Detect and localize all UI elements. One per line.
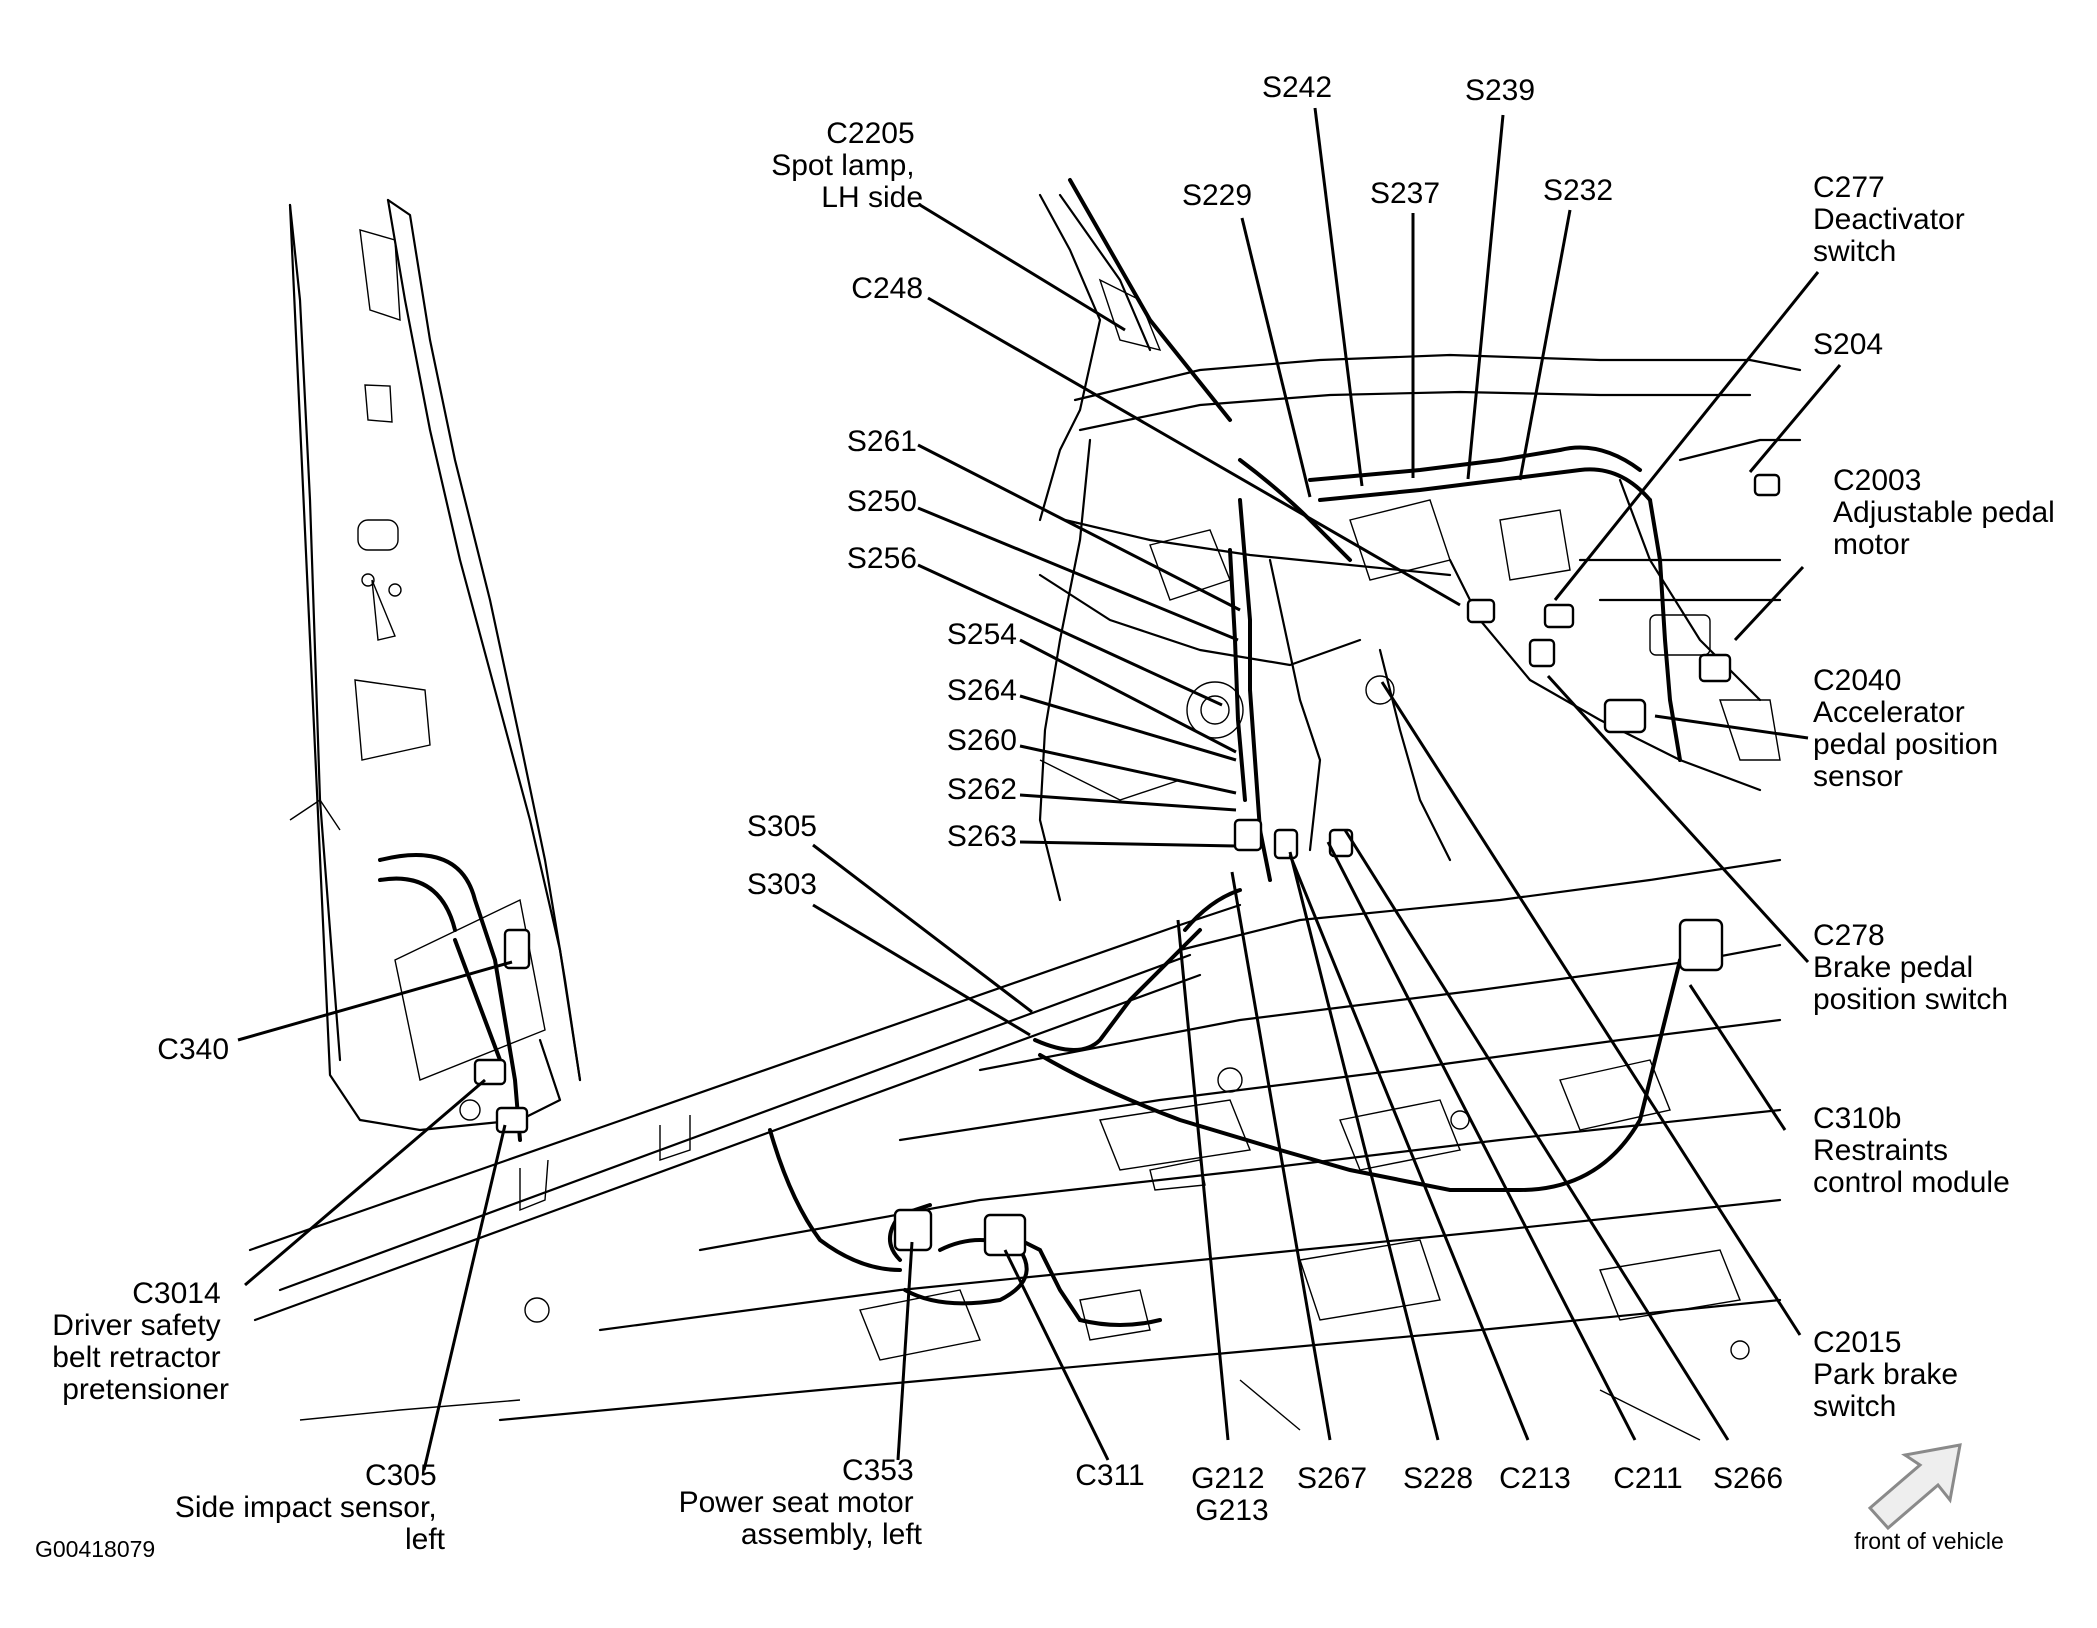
label-c2003: C2003 Adjustable pedal motor: [1833, 464, 2063, 561]
label-s256: S256: [847, 542, 917, 575]
label-c2015: C2015 Park brake switch: [1813, 1326, 1966, 1423]
label-s303: S303: [747, 868, 817, 901]
label-s228: S228: [1403, 1462, 1473, 1495]
label-s254: S254: [947, 618, 1017, 651]
rocker-sill: [248, 903, 1242, 1322]
label-c310b: C310b Restraints control module: [1813, 1102, 2010, 1199]
label-s229: S229: [1182, 179, 1252, 212]
label-c3014: C3014 Driver safety belt retractor prete…: [52, 1277, 229, 1406]
label-s232: S232: [1543, 174, 1613, 207]
connectors: [473, 473, 1781, 1257]
label-s237: S237: [1370, 177, 1440, 210]
label-s204: S204: [1813, 328, 1883, 361]
label-s305: S305: [747, 810, 817, 843]
callout-labels: C2205 Spot lamp, LH side C248 S229 S242 …: [35, 71, 2063, 1562]
label-c311: C311: [1075, 1459, 1145, 1492]
label-s239: S239: [1465, 74, 1535, 107]
label-s250: S250: [847, 485, 917, 518]
label-c248: C248: [851, 272, 923, 305]
label-c305: C305 Side impact sensor, left: [175, 1459, 446, 1556]
label-c277: C277 Deactivator switch: [1813, 171, 1973, 268]
label-c340: C340: [157, 1033, 229, 1066]
floor-pan: [299, 858, 1782, 1441]
label-c353: C353 Power seat motor assembly, left: [679, 1454, 923, 1551]
front-of-vehicle-arrow-icon: [1867, 1443, 1962, 1531]
label-s242: S242: [1262, 71, 1332, 104]
label-c2040: C2040 Accelerator pedal position sensor: [1813, 664, 2007, 793]
label-s266: S266: [1713, 1462, 1783, 1495]
instrument-panel-structure: [1038, 193, 1802, 902]
label-s264: S264: [947, 674, 1017, 707]
leader-lines: [237, 107, 1842, 1471]
label-c278: C278 Brake pedal position switch: [1813, 919, 2008, 1016]
label-s267: S267: [1297, 1462, 1367, 1495]
label-s261: S261: [847, 425, 917, 458]
figure-id: G00418079: [35, 1536, 155, 1562]
wiring-harness: [378, 178, 1702, 1327]
label-s262: S262: [947, 773, 1017, 806]
b-pillar-outline: [288, 198, 582, 1132]
label-s260: S260: [947, 724, 1017, 757]
label-g212-g213: G212 G213: [1191, 1462, 1273, 1527]
label-c2205: C2205 Spot lamp, LH side: [771, 117, 923, 214]
label-s263: S263: [947, 820, 1017, 853]
orientation-label: front of vehicle: [1854, 1528, 2004, 1554]
label-c213: C213: [1499, 1462, 1571, 1495]
label-c211: C211: [1613, 1462, 1683, 1495]
vehicle-line-art: [248, 178, 1802, 1441]
